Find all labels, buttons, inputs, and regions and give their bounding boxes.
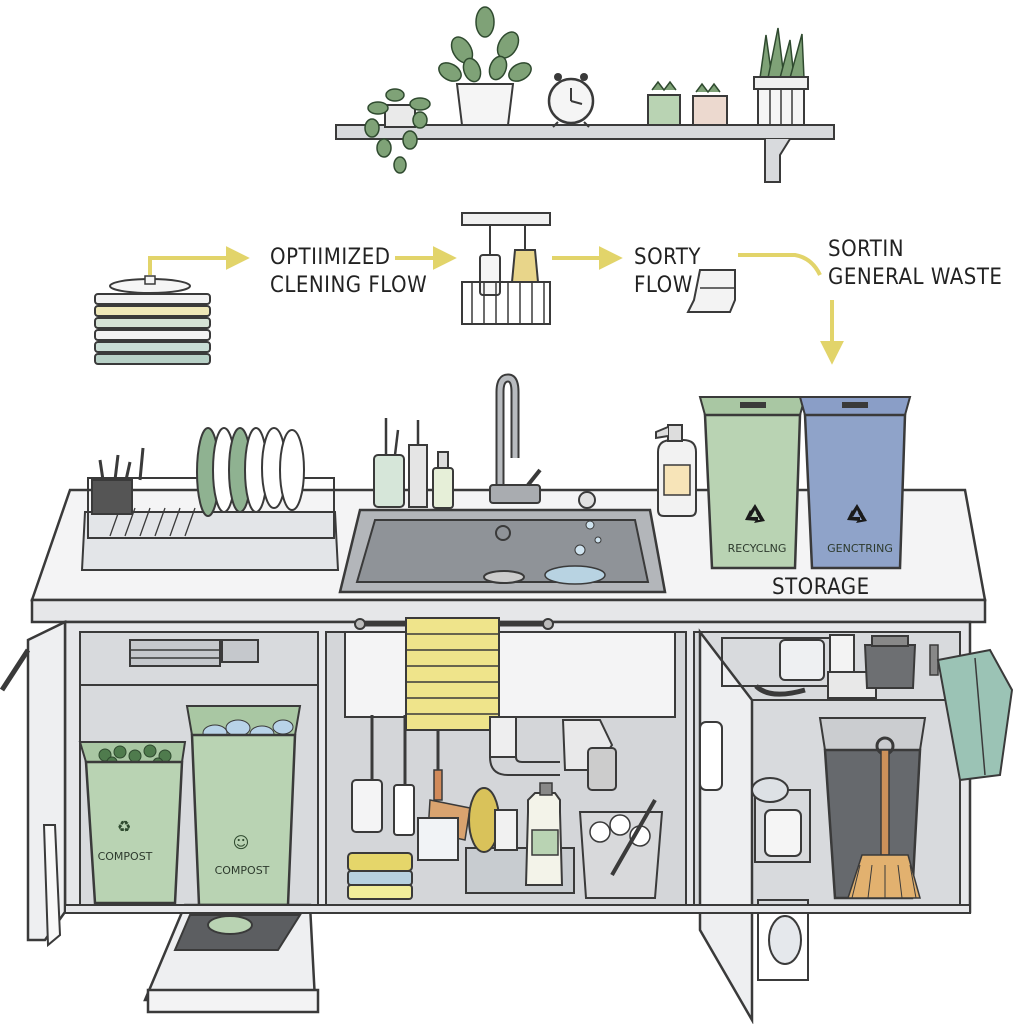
right-cabinet-door[interactable] xyxy=(698,628,809,1024)
potted-plant-large xyxy=(438,6,532,126)
general-waste-bin: GENCTRING xyxy=(798,396,912,570)
cup xyxy=(417,817,459,861)
bin-label-recycling: RECYCLNG xyxy=(728,542,787,555)
wall-shelf xyxy=(335,124,835,183)
bin-label-general: GENCTRING xyxy=(827,542,893,555)
bin-label-compost-right: COMPOST xyxy=(215,864,270,877)
cabinet-base xyxy=(64,904,971,914)
sink-basin xyxy=(338,508,667,594)
plate-stack xyxy=(94,246,250,365)
towel-yellow xyxy=(405,617,500,731)
storage-label: STORAGE xyxy=(772,575,870,600)
flow-label-optimized-line2: CLENING FLOW xyxy=(270,273,428,298)
brush-holder xyxy=(408,420,428,508)
sponge-stack xyxy=(347,852,413,900)
flow-label-optimized: OPTIIMIZED CLENING FLOW xyxy=(270,244,427,300)
trash-can xyxy=(818,717,927,900)
right-shelf-items xyxy=(721,634,917,699)
utensil-rack xyxy=(461,212,551,325)
compost-leaf-icon: ♻ xyxy=(117,817,131,836)
flow-arrow-1 xyxy=(148,246,250,275)
flow-arrow-4 xyxy=(738,253,822,276)
bottle-brush xyxy=(351,715,415,836)
flow-label-sortin: SORTIN GENERAL WASTE xyxy=(828,236,1002,292)
hanging-plant xyxy=(364,88,431,174)
dish-tub xyxy=(578,799,664,899)
flow-label-sorty-line2: FLOW xyxy=(634,273,693,298)
cutting-boards xyxy=(129,639,259,667)
sponge-icon xyxy=(686,269,736,313)
faucet-icon xyxy=(489,373,542,504)
compost-face-icon: ☺ xyxy=(233,833,250,852)
flow-label-sortin-line2: GENERAL WASTE xyxy=(828,265,1003,290)
left-cabinet-door[interactable] xyxy=(0,620,67,948)
clock-icon xyxy=(547,73,595,128)
towel-green xyxy=(929,644,1014,782)
flow-label-sorty-line1: SORTY xyxy=(634,245,701,270)
flow-label-sortin-line1: SORTIN xyxy=(828,237,905,262)
flow-label-sorty: SORTY FLOW xyxy=(634,244,701,300)
dish-rack xyxy=(80,427,340,571)
utensil-cup xyxy=(373,418,405,508)
pull-out-drawer[interactable] xyxy=(143,903,320,1014)
bin-label-compost-left: COMPOST xyxy=(98,850,153,863)
succulent-pot-2 xyxy=(692,82,728,126)
compost-bin-right: ☺ COMPOST xyxy=(185,705,302,907)
soap-bottle xyxy=(432,451,454,509)
compost-bin-left: ♻ COMPOST xyxy=(78,741,187,905)
cleaning-caddy xyxy=(465,782,575,894)
soap-pump-base xyxy=(578,491,596,509)
spray-bottle-icon xyxy=(655,424,697,517)
succulent-pot-1 xyxy=(647,80,681,126)
drain-pipe xyxy=(489,716,617,791)
paper-towel-rack xyxy=(751,777,811,863)
recycling-bin: RECYCLNG xyxy=(698,396,807,570)
grass-planter xyxy=(753,27,809,126)
flow-label-optimized-line1: OPTIIMIZED xyxy=(270,245,391,270)
sink-bowl-underside xyxy=(344,618,676,718)
